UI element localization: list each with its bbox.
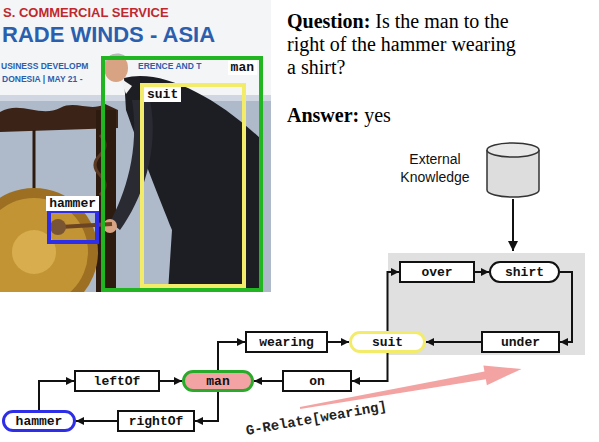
node-label: on [309, 374, 325, 389]
backdrop [0, 0, 271, 292]
relation-arrow [254, 380, 282, 382]
bounding-box: suit [140, 83, 246, 288]
text-label: USINESS DEVELOPM [1, 61, 88, 71]
text-label: ERENCE AND T [138, 61, 201, 71]
box-tag: suit [144, 87, 181, 102]
box-tag: man [228, 60, 257, 75]
text-label: External Knowledge [390, 150, 480, 186]
node-label: under [501, 335, 540, 350]
relation-box: under [481, 331, 560, 353]
text-label: G-Relate[wearing] [245, 398, 388, 439]
text-label: S. COMMERCIAL SERVICE [3, 5, 169, 20]
relation-arrow [388, 272, 400, 331]
database-cylinder [487, 143, 539, 157]
question-text: Answer: [287, 104, 359, 126]
relation-arrow [475, 271, 489, 273]
relation-arrow [426, 341, 481, 343]
node-label: leftOf [94, 374, 141, 389]
node-label: man [206, 374, 229, 389]
gong [0, 188, 98, 292]
text-label: DONESIA | MAY 21 - [2, 74, 82, 84]
relation-arrow [352, 353, 388, 381]
man-figure [110, 100, 153, 230]
man-figure [103, 54, 262, 292]
question-text: Question: [287, 10, 370, 32]
node-label: shirt [505, 265, 544, 280]
entity-node: man [182, 370, 254, 392]
database-cylinder [487, 143, 539, 197]
node-label: wearing [259, 335, 314, 350]
entity-node: shirt [489, 261, 560, 283]
relation-arrow [560, 272, 572, 342]
gong-stand [96, 110, 116, 292]
relation-arrow [160, 380, 182, 382]
relation-arrow [195, 392, 218, 421]
node-label: suit [372, 335, 403, 350]
bounding-box: hammer [47, 209, 99, 244]
relation-arrow [76, 420, 117, 422]
relation-box: leftOf [74, 370, 160, 392]
relation-box: wearing [245, 331, 328, 353]
box-tag: hammer [46, 196, 99, 211]
node-label: hammer [16, 414, 63, 429]
relation-arrow [39, 381, 74, 410]
node-label: over [421, 265, 452, 280]
relation-box: over [399, 261, 475, 283]
bounding-box: man suit [101, 56, 263, 292]
node-label: rightOf [129, 414, 184, 429]
relation-box: on [282, 370, 352, 392]
gong-stand [33, 130, 36, 190]
hammer-figure [50, 219, 66, 235]
relation-box: rightOf [117, 410, 195, 432]
knowledge-arrow [512, 199, 514, 251]
entity-node: hammer [2, 410, 76, 432]
entity-node: suit [349, 331, 426, 353]
relation-arrow [328, 341, 349, 343]
question-text: yes [364, 104, 391, 126]
relation-arrow [218, 342, 245, 370]
man-figure [120, 78, 132, 94]
text-label: RADE WINDS - ASIA [2, 22, 215, 47]
gong [0, 188, 98, 292]
